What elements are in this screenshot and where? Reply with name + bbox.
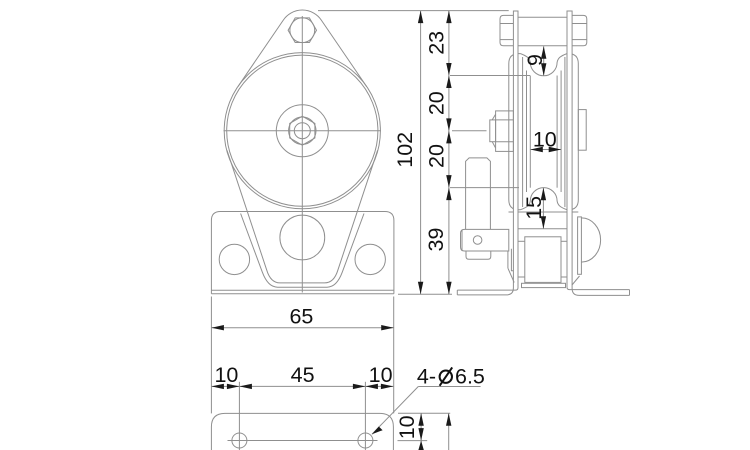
svg-text:65: 65 (289, 305, 313, 329)
svg-text:9: 9 (523, 54, 547, 66)
svg-text:6.5: 6.5 (455, 365, 485, 389)
svg-text:20: 20 (424, 144, 448, 168)
svg-text:39: 39 (424, 228, 448, 252)
svg-text:10: 10 (214, 363, 238, 387)
svg-text:23: 23 (424, 31, 448, 55)
svg-text:20: 20 (424, 91, 448, 115)
svg-text:15: 15 (522, 196, 546, 220)
svg-text:102: 102 (393, 132, 417, 168)
svg-text:10: 10 (533, 127, 557, 151)
svg-text:10: 10 (395, 415, 419, 439)
svg-text:4-: 4- (417, 365, 436, 389)
svg-text:10: 10 (369, 363, 393, 387)
svg-text:45: 45 (291, 363, 315, 387)
